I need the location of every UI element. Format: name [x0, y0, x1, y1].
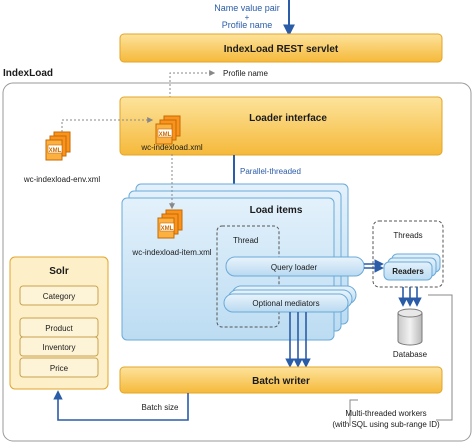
- svg-text:Product: Product: [45, 324, 73, 333]
- svg-text:Optional mediators: Optional mediators: [252, 299, 319, 308]
- env-dotted-line: [61, 117, 154, 132]
- optional-mediators: Optional mediators: [223, 285, 357, 313]
- batch-writer-box: Batch writer: [119, 366, 443, 394]
- svg-text:XML: XML: [161, 226, 174, 232]
- svg-text:Batch writer: Batch writer: [252, 376, 310, 387]
- svg-text:Readers: Readers: [392, 267, 424, 276]
- svg-text:Name value pair: Name value pair: [214, 3, 280, 13]
- load-items-title: Load items: [250, 205, 303, 216]
- svg-text:Price: Price: [50, 364, 69, 373]
- xml-file-icon: XML: [157, 209, 183, 239]
- profile-dotted-line: [169, 70, 216, 98]
- svg-text:Query loader: Query loader: [271, 263, 318, 272]
- servlet-box: IndexLoad REST servlet: [119, 33, 443, 63]
- thread-label: Thread: [233, 236, 258, 245]
- loader-file-label: wc-indexload.xml: [140, 143, 203, 152]
- container-title: IndexLoad: [3, 68, 53, 79]
- xml-file-icon: XML: [45, 131, 71, 161]
- workers-connector: [428, 294, 453, 421]
- workers-connector: [349, 399, 358, 426]
- xml-file-icon: XML: [155, 115, 181, 145]
- item-file-label: wc-indexload-item.xml: [131, 248, 211, 257]
- batch-size-label: Batch size: [142, 403, 179, 412]
- env-file-label: wc-indexload-env.xml: [23, 175, 101, 184]
- svg-text:IndexLoad REST servlet: IndexLoad REST servlet: [224, 44, 339, 55]
- database-icon: [397, 308, 423, 346]
- batch-size-arrow: [53, 390, 189, 421]
- threads-title: Threads: [393, 231, 422, 240]
- profile-name-label: Profile name: [223, 69, 268, 78]
- svg-text:XML: XML: [159, 132, 172, 138]
- svg-text:XML: XML: [49, 148, 62, 154]
- svg-text:Category: Category: [43, 292, 75, 301]
- database-label: Database: [393, 350, 428, 359]
- svg-text:+: +: [245, 13, 250, 22]
- svg-text:Profile name: Profile name: [222, 20, 273, 30]
- solr-panel: Solr Category Product Inventory Price: [9, 256, 109, 390]
- workers-note-line1: Multi-threaded workers: [345, 409, 426, 418]
- svg-text:Solr: Solr: [49, 266, 69, 277]
- readers: Readers: [383, 253, 441, 281]
- workers-note-line2: (with SQL using sub-range ID): [332, 420, 440, 429]
- parallel-label: Parallel-threaded: [240, 167, 301, 176]
- svg-text:Loader interface: Loader interface: [249, 113, 327, 124]
- query-loader: Query loader: [225, 256, 365, 277]
- svg-text:Inventory: Inventory: [43, 343, 76, 352]
- loader-interface-box: Loader interface: [119, 96, 443, 156]
- input-label: Name value pair + Profile name: [214, 3, 280, 30]
